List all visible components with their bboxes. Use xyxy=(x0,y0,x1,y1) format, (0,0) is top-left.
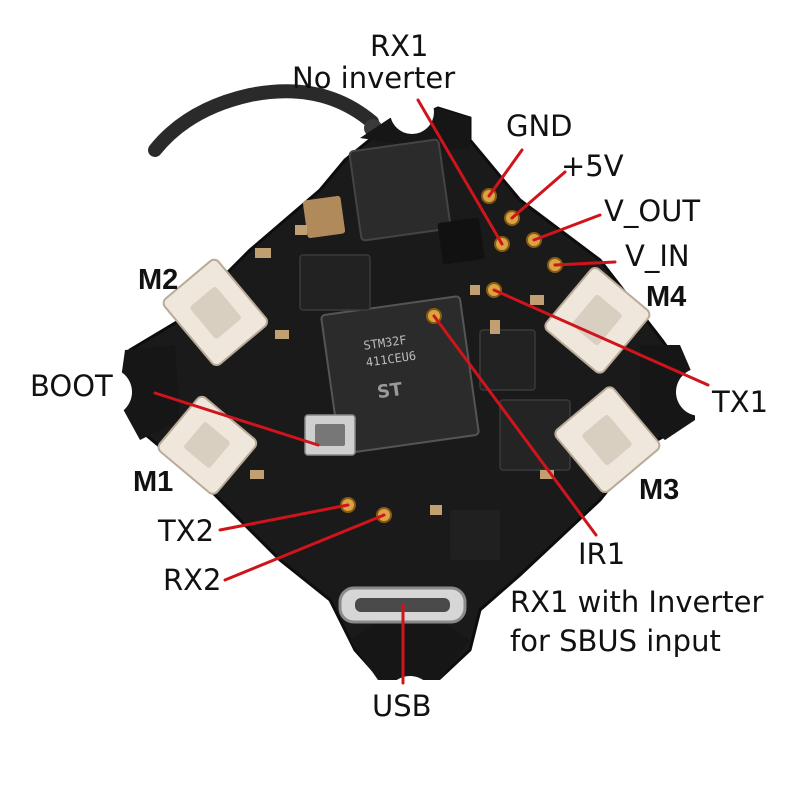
mcu-text-1: STM32F xyxy=(363,333,408,353)
label-tx1: TX1 xyxy=(712,385,769,419)
chip-left xyxy=(299,254,371,311)
label-tx2: TX2 xyxy=(158,514,215,548)
mount-arm-bottom xyxy=(350,620,470,680)
label-m2: M2 xyxy=(138,264,179,296)
label-m3: M3 xyxy=(639,474,680,506)
label-ir1: IR1 xyxy=(578,537,626,571)
regulator-chip xyxy=(437,217,485,265)
label-rx1-with-inverter: RX1 with Inverter xyxy=(510,585,764,619)
leader-lines xyxy=(153,98,710,685)
leader-5v xyxy=(510,170,567,220)
leader-gnd xyxy=(487,148,524,198)
label-boot: BOOT xyxy=(30,369,113,403)
label-m4: M4 xyxy=(646,281,687,313)
leader-boot xyxy=(153,391,320,447)
mcu-text-2: 411CEU6 xyxy=(365,349,417,370)
label-5v: +5V xyxy=(561,149,624,183)
leader-tx2 xyxy=(218,503,350,532)
label-v-out: V_OUT xyxy=(604,194,701,228)
leader-vout xyxy=(532,213,602,242)
rx-chip xyxy=(348,138,452,242)
leader-rx2 xyxy=(223,513,386,582)
label-no-inverter: No inverter xyxy=(292,61,456,95)
leader-vin xyxy=(553,260,617,267)
motor-connector-m3 xyxy=(554,386,661,493)
chip-bottom-right xyxy=(450,510,500,560)
mount-arm-left xyxy=(118,345,180,440)
label-for-sbus-input: for SBUS input xyxy=(510,624,721,658)
label-rx1: RX1 xyxy=(370,29,429,63)
capacitor xyxy=(302,195,346,239)
label-gnd: GND xyxy=(506,109,573,143)
mcu-brand: ST xyxy=(376,379,405,403)
chip-right xyxy=(479,329,536,391)
label-usb: USB xyxy=(372,689,432,723)
motor-connector-m1 xyxy=(157,395,258,495)
label-m1: M1 xyxy=(133,466,174,498)
leader-ir1 xyxy=(432,314,598,537)
label-v-in: V_IN xyxy=(625,239,690,273)
leader-tx1 xyxy=(492,288,710,387)
label-rx2: RX2 xyxy=(163,563,222,597)
leader-rx1 xyxy=(416,98,504,246)
motor-connector-m2 xyxy=(162,258,268,366)
mount-arm-right xyxy=(640,345,695,440)
antenna-cable xyxy=(148,84,379,157)
